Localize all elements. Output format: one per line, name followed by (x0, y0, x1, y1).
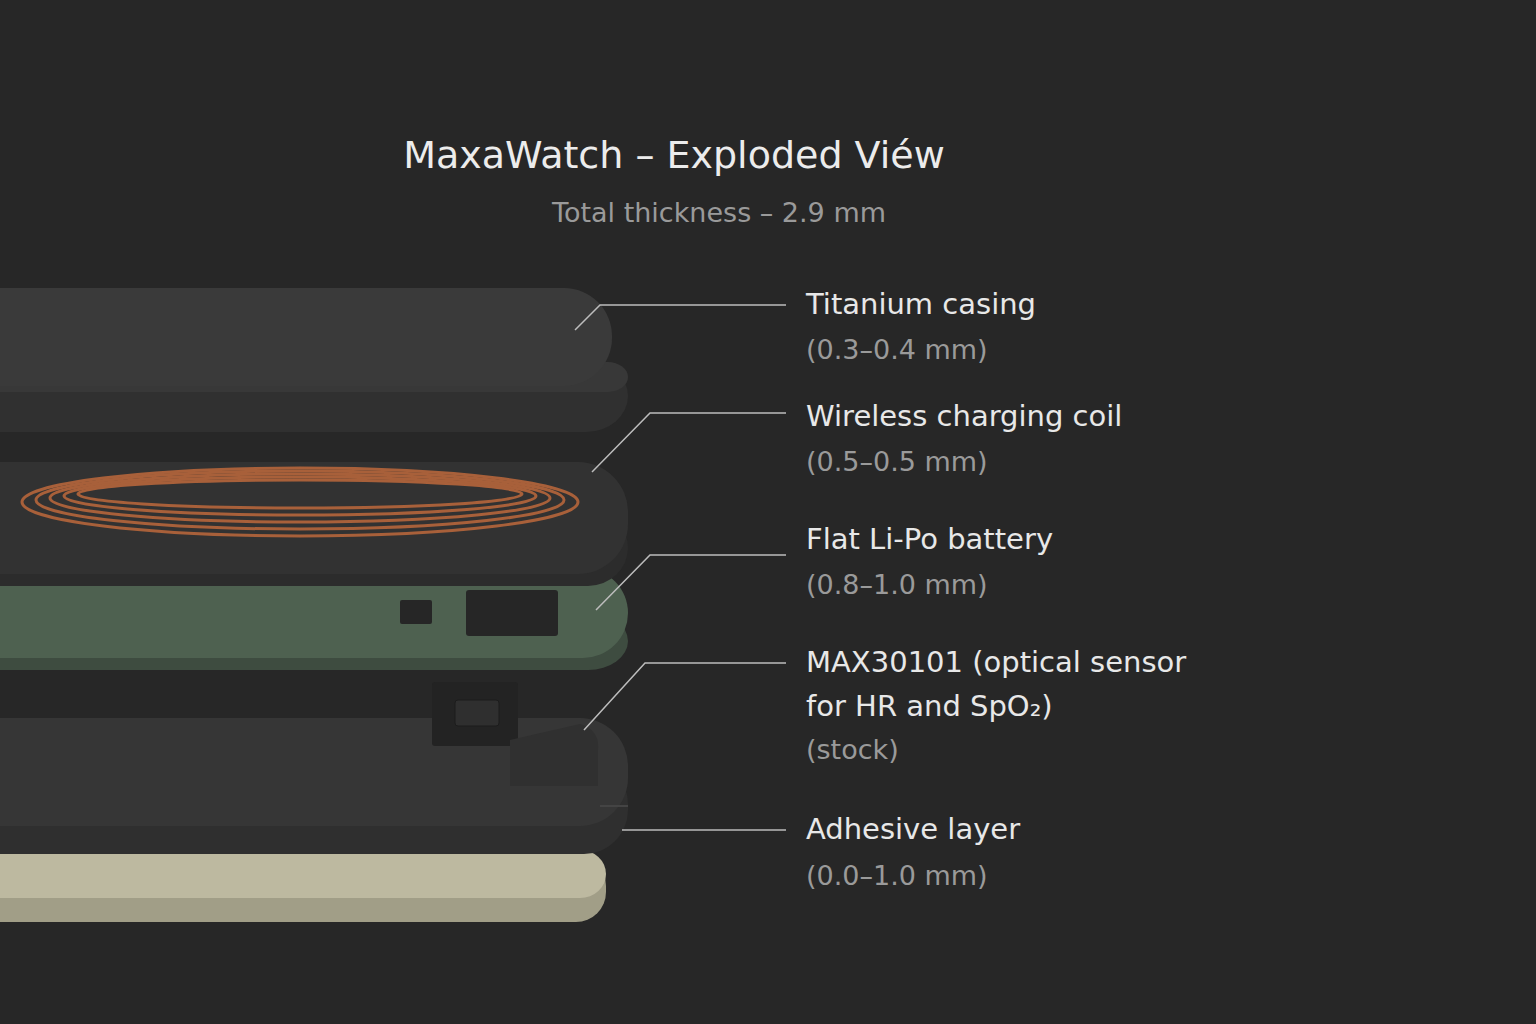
coil-turn (64, 477, 536, 515)
leader-line (592, 413, 786, 472)
casing-top (0, 288, 612, 386)
dimension: (0.0–1.0 mm) (806, 856, 988, 897)
dimension: (0.8–1.0 mm) (806, 565, 988, 606)
coil-turn (78, 480, 522, 508)
dimension: (0.5–0.5 mm) (806, 442, 988, 483)
leader-line (622, 829, 786, 831)
battery-chip (400, 600, 432, 624)
adhesive-top (0, 850, 606, 898)
leader-line (584, 663, 786, 730)
edge-highlight (600, 805, 628, 807)
charging-coil (22, 468, 578, 536)
note: (stock) (806, 730, 899, 771)
coil-turn (36, 471, 564, 529)
diagram-title: MaxaWatch – Exploded Viéw (403, 133, 945, 177)
part-name: Titanium casing (806, 283, 1036, 327)
coil-turn (22, 468, 578, 536)
sensor-window (455, 700, 499, 726)
subtitle: Total thickness – 2.9 mm (552, 193, 886, 234)
part-name: Flat Li-Po battery (806, 518, 1053, 562)
dimension: (0.3–0.4 mm) (806, 330, 988, 371)
leader-line (596, 555, 786, 610)
leader-line (575, 305, 786, 330)
battery-chip (466, 590, 558, 636)
part-name: MAX30101 (optical sensor for HR and SpO₂… (806, 640, 1206, 728)
coil-turn (50, 474, 550, 522)
sensor-base-top (0, 718, 628, 826)
coil-layer-top (0, 462, 628, 574)
part-name: Adhesive layer (806, 808, 1020, 852)
part-name: Wireless charging coil (806, 395, 1122, 439)
sensor-bump (510, 724, 598, 786)
leader-lines (575, 305, 786, 830)
sensor-chip (432, 682, 518, 746)
